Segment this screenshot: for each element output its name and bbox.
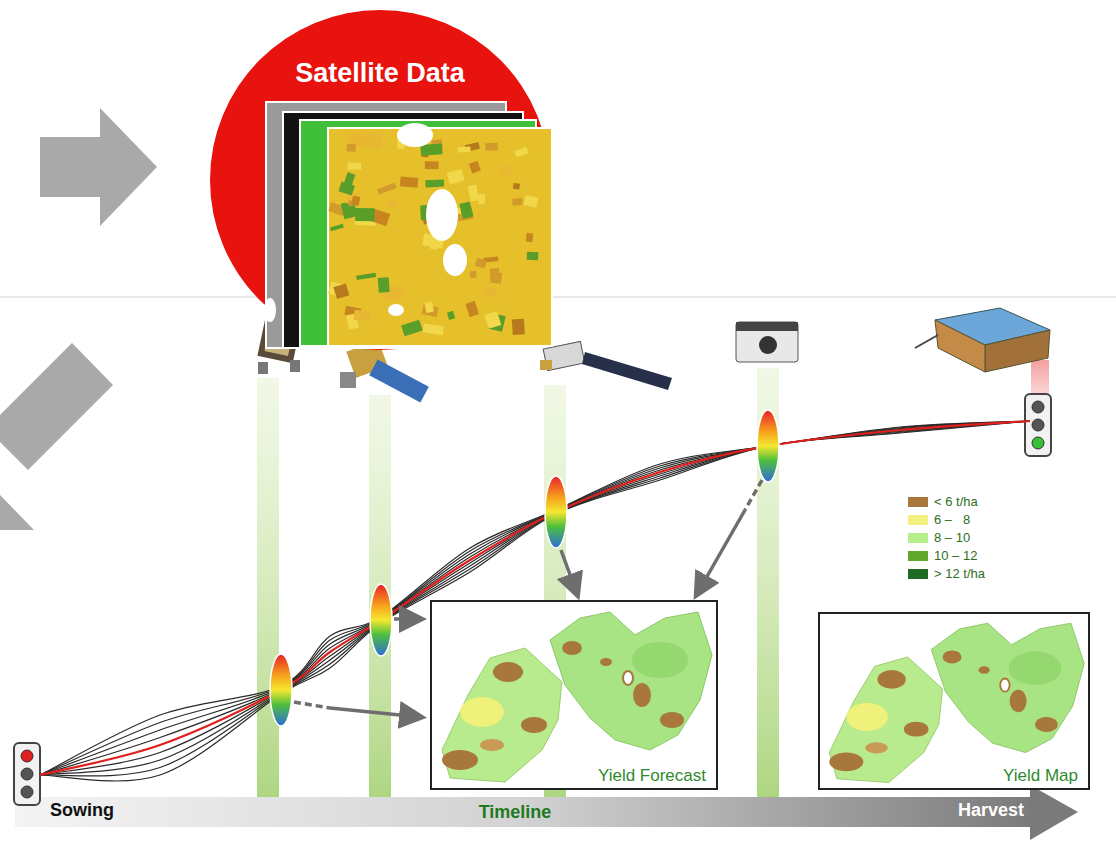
ensemble-curve bbox=[40, 421, 1030, 775]
legend-swatch bbox=[908, 569, 928, 579]
main-curve bbox=[40, 421, 1030, 775]
timeline-title: Timeline bbox=[479, 802, 552, 823]
ensemble-curve bbox=[40, 421, 1030, 776]
legend-swatch bbox=[908, 551, 928, 561]
circle-title: Satellite Data bbox=[210, 58, 550, 89]
ensemble-curve bbox=[40, 421, 1030, 775]
box-caption: Yield Map bbox=[1001, 766, 1080, 786]
legend-text: < 6 t/ha bbox=[934, 494, 978, 509]
yield-map-box: Yield Map bbox=[818, 612, 1090, 790]
ensemble-curve bbox=[40, 421, 1030, 775]
ensemble-curve bbox=[40, 421, 1030, 775]
field-map bbox=[818, 612, 1090, 790]
legend-text: 10 – 12 bbox=[934, 548, 977, 563]
legend-text: 8 – 10 bbox=[934, 530, 970, 545]
timeline-start: Sowing bbox=[50, 800, 114, 821]
field-map bbox=[430, 600, 718, 790]
legend-text: 6 – 8 bbox=[934, 512, 970, 527]
box-caption: Yield Forecast bbox=[596, 766, 708, 786]
satellite-circle: Satellite Data bbox=[210, 10, 550, 350]
ensemble-curve bbox=[40, 421, 1030, 775]
ensemble-curve bbox=[40, 421, 1030, 775]
legend-swatch bbox=[908, 533, 928, 543]
legend-text: > 12 t/ha bbox=[934, 566, 985, 581]
legend-swatch bbox=[908, 497, 928, 507]
legend-swatch bbox=[908, 515, 928, 525]
timeline-end: Harvest bbox=[958, 800, 1024, 821]
forecast-box: Yield Forecast bbox=[430, 600, 718, 790]
